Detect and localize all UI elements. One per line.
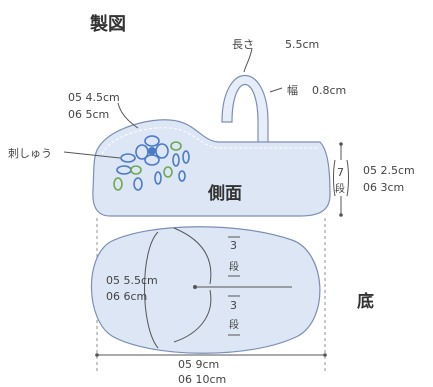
handle-width-value: 0.8cm <box>312 84 346 97</box>
embroidery-label: 刺しゅう <box>8 147 52 160</box>
sole-length-06: 06 10cm <box>178 373 226 386</box>
side-height-dimension <box>333 142 349 217</box>
side-height-05: 05 2.5cm <box>363 164 415 177</box>
sole-lower-rows: 3 <box>230 299 237 312</box>
embroidery <box>113 135 190 191</box>
diagram-title: 製図 <box>89 14 126 35</box>
handle-width-label: 幅 <box>287 84 298 97</box>
sole-width-05: 05 5.5cm <box>106 274 158 287</box>
sole-label: 底 <box>357 291 374 312</box>
handle-length-label: 長さ <box>232 38 254 51</box>
sole-width-06: 06 6cm <box>106 290 147 303</box>
sole-length-dimension <box>95 353 327 357</box>
side-label: 側面 <box>207 183 242 204</box>
sole-upper-rows: 3 <box>230 239 237 252</box>
sole-upper-rows-unit: 段 <box>229 260 239 273</box>
sole-lower-rows-unit: 段 <box>229 318 239 331</box>
opening-size-05: 05 4.5cm <box>68 91 120 104</box>
side-panel <box>92 119 331 217</box>
handle-length-value: 5.5cm <box>285 38 319 51</box>
sole <box>90 226 321 354</box>
sole-length-05: 05 9cm <box>178 358 219 371</box>
side-rows-unit: 段 <box>335 182 345 195</box>
opening-size-06: 06 5cm <box>68 108 109 121</box>
side-height-06: 06 3cm <box>363 181 404 194</box>
side-rows: 7 <box>337 166 344 179</box>
